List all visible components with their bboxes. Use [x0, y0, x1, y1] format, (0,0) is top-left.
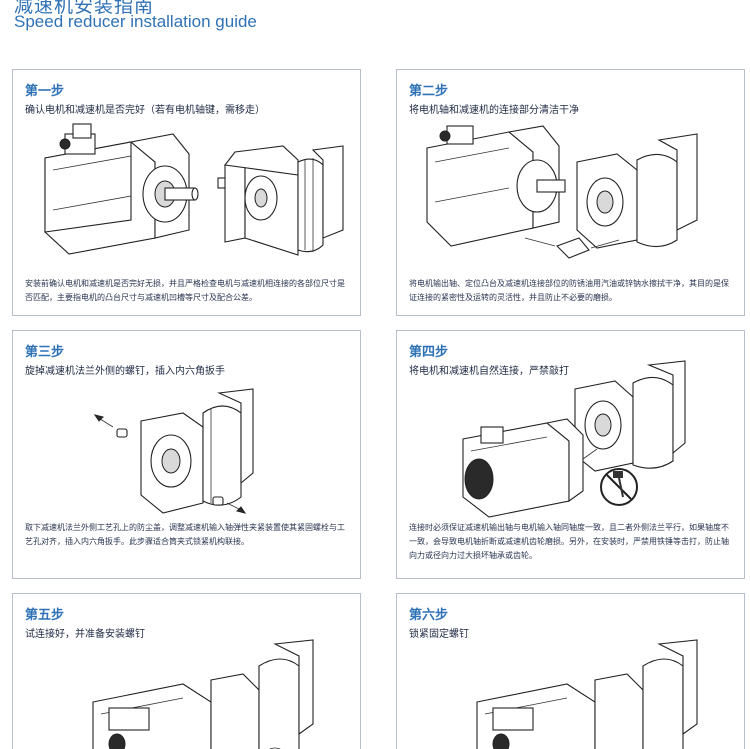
assembled-motor-reducer: [92, 639, 314, 749]
step-subtitle: 确认电机和减速机是否完好（若有电机轴键，需移走）: [25, 105, 265, 116]
step-subtitle: 将电机轴和减速机的连接部分清洁干净: [409, 105, 579, 116]
step-description: 连接时必须保证减速机输出轴与电机输入轴同轴度一致，且二者外侧法兰平行，如果轴度不…: [409, 523, 729, 560]
step-2-illustration: [426, 125, 698, 259]
servo-motor: [44, 123, 199, 255]
step-card-1: 第一步 确认电机和减速机是否完好（若有电机轴键，需移走）: [12, 69, 361, 316]
speed-reducer: [574, 360, 686, 472]
step-description: 将电机输出轴、定位凸台及减速机连接部位的防锈油用汽油或锌钠水擦拭干净，其目的是保…: [409, 279, 729, 302]
servo-motor: [426, 125, 566, 247]
speed-reducer: [576, 133, 698, 249]
dust-cap-right: [212, 496, 247, 514]
page-title-en: Speed reducer installation guide: [14, 12, 257, 31]
assembled-motor-reducer: [476, 639, 698, 749]
step-4-illustration: [462, 360, 686, 518]
step-title: 第五步: [25, 608, 65, 623]
step-card-4: 第四步 将电机和减速机自然连接，严禁敲打 连接时必须保证减速机输出轴与电机输入轴…: [396, 330, 745, 579]
cleaning-cloth-hand: [524, 237, 620, 259]
servo-motor: [462, 418, 598, 518]
step-title: 第二步: [409, 84, 449, 99]
speed-reducer: [140, 388, 254, 514]
dust-cap-left: [93, 414, 128, 438]
step-3-illustration: [93, 388, 254, 514]
speed-reducer: [217, 145, 344, 256]
no-hammer-icon: [600, 468, 638, 506]
step-1-illustration: [44, 123, 344, 256]
step-subtitle: 旋掉减速机法兰外侧的螺钉，插入内六角扳手: [25, 366, 225, 377]
step-subtitle: 试连接好，并准备安装螺钉: [25, 629, 145, 640]
step-card-5: 第五步 试连接好，并准备安装螺钉: [12, 593, 361, 749]
step-description: 安装前确认电机和减速机是否完好无损，并且严格检查电机与减速机相连接的各部位尺寸是…: [25, 279, 345, 302]
step-title: 第四步: [409, 345, 449, 360]
step-card-2: 第二步 将电机轴和减速机的连接部分清洁干净 将电机输出轴、定位凸台及减速机连接部…: [396, 69, 745, 316]
step-card-3: 第三步 旋掉减速机法兰外侧的螺钉，插入内六角扳手 取下减速机法兰外侧工艺孔上的防…: [12, 330, 361, 579]
step-title: 第六步: [409, 608, 449, 623]
step-subtitle: 锁紧固定螺钉: [409, 629, 469, 640]
step-5-illustration: [92, 639, 314, 749]
step-title: 第一步: [25, 84, 65, 99]
step-6-illustration: [476, 639, 698, 749]
step-card-6: 第六步 锁紧固定螺钉: [396, 593, 745, 749]
step-subtitle: 将电机和减速机自然连接，严禁敲打: [409, 366, 569, 377]
page-title-cn: 减速机安装指南: [14, 0, 155, 17]
step-title: 第三步: [25, 345, 65, 360]
step-description: 取下减速机法兰外侧工艺孔上的防尘盖，调整减速机输入轴弹性夹紧装置使其紧固螺栓与工…: [25, 523, 345, 546]
